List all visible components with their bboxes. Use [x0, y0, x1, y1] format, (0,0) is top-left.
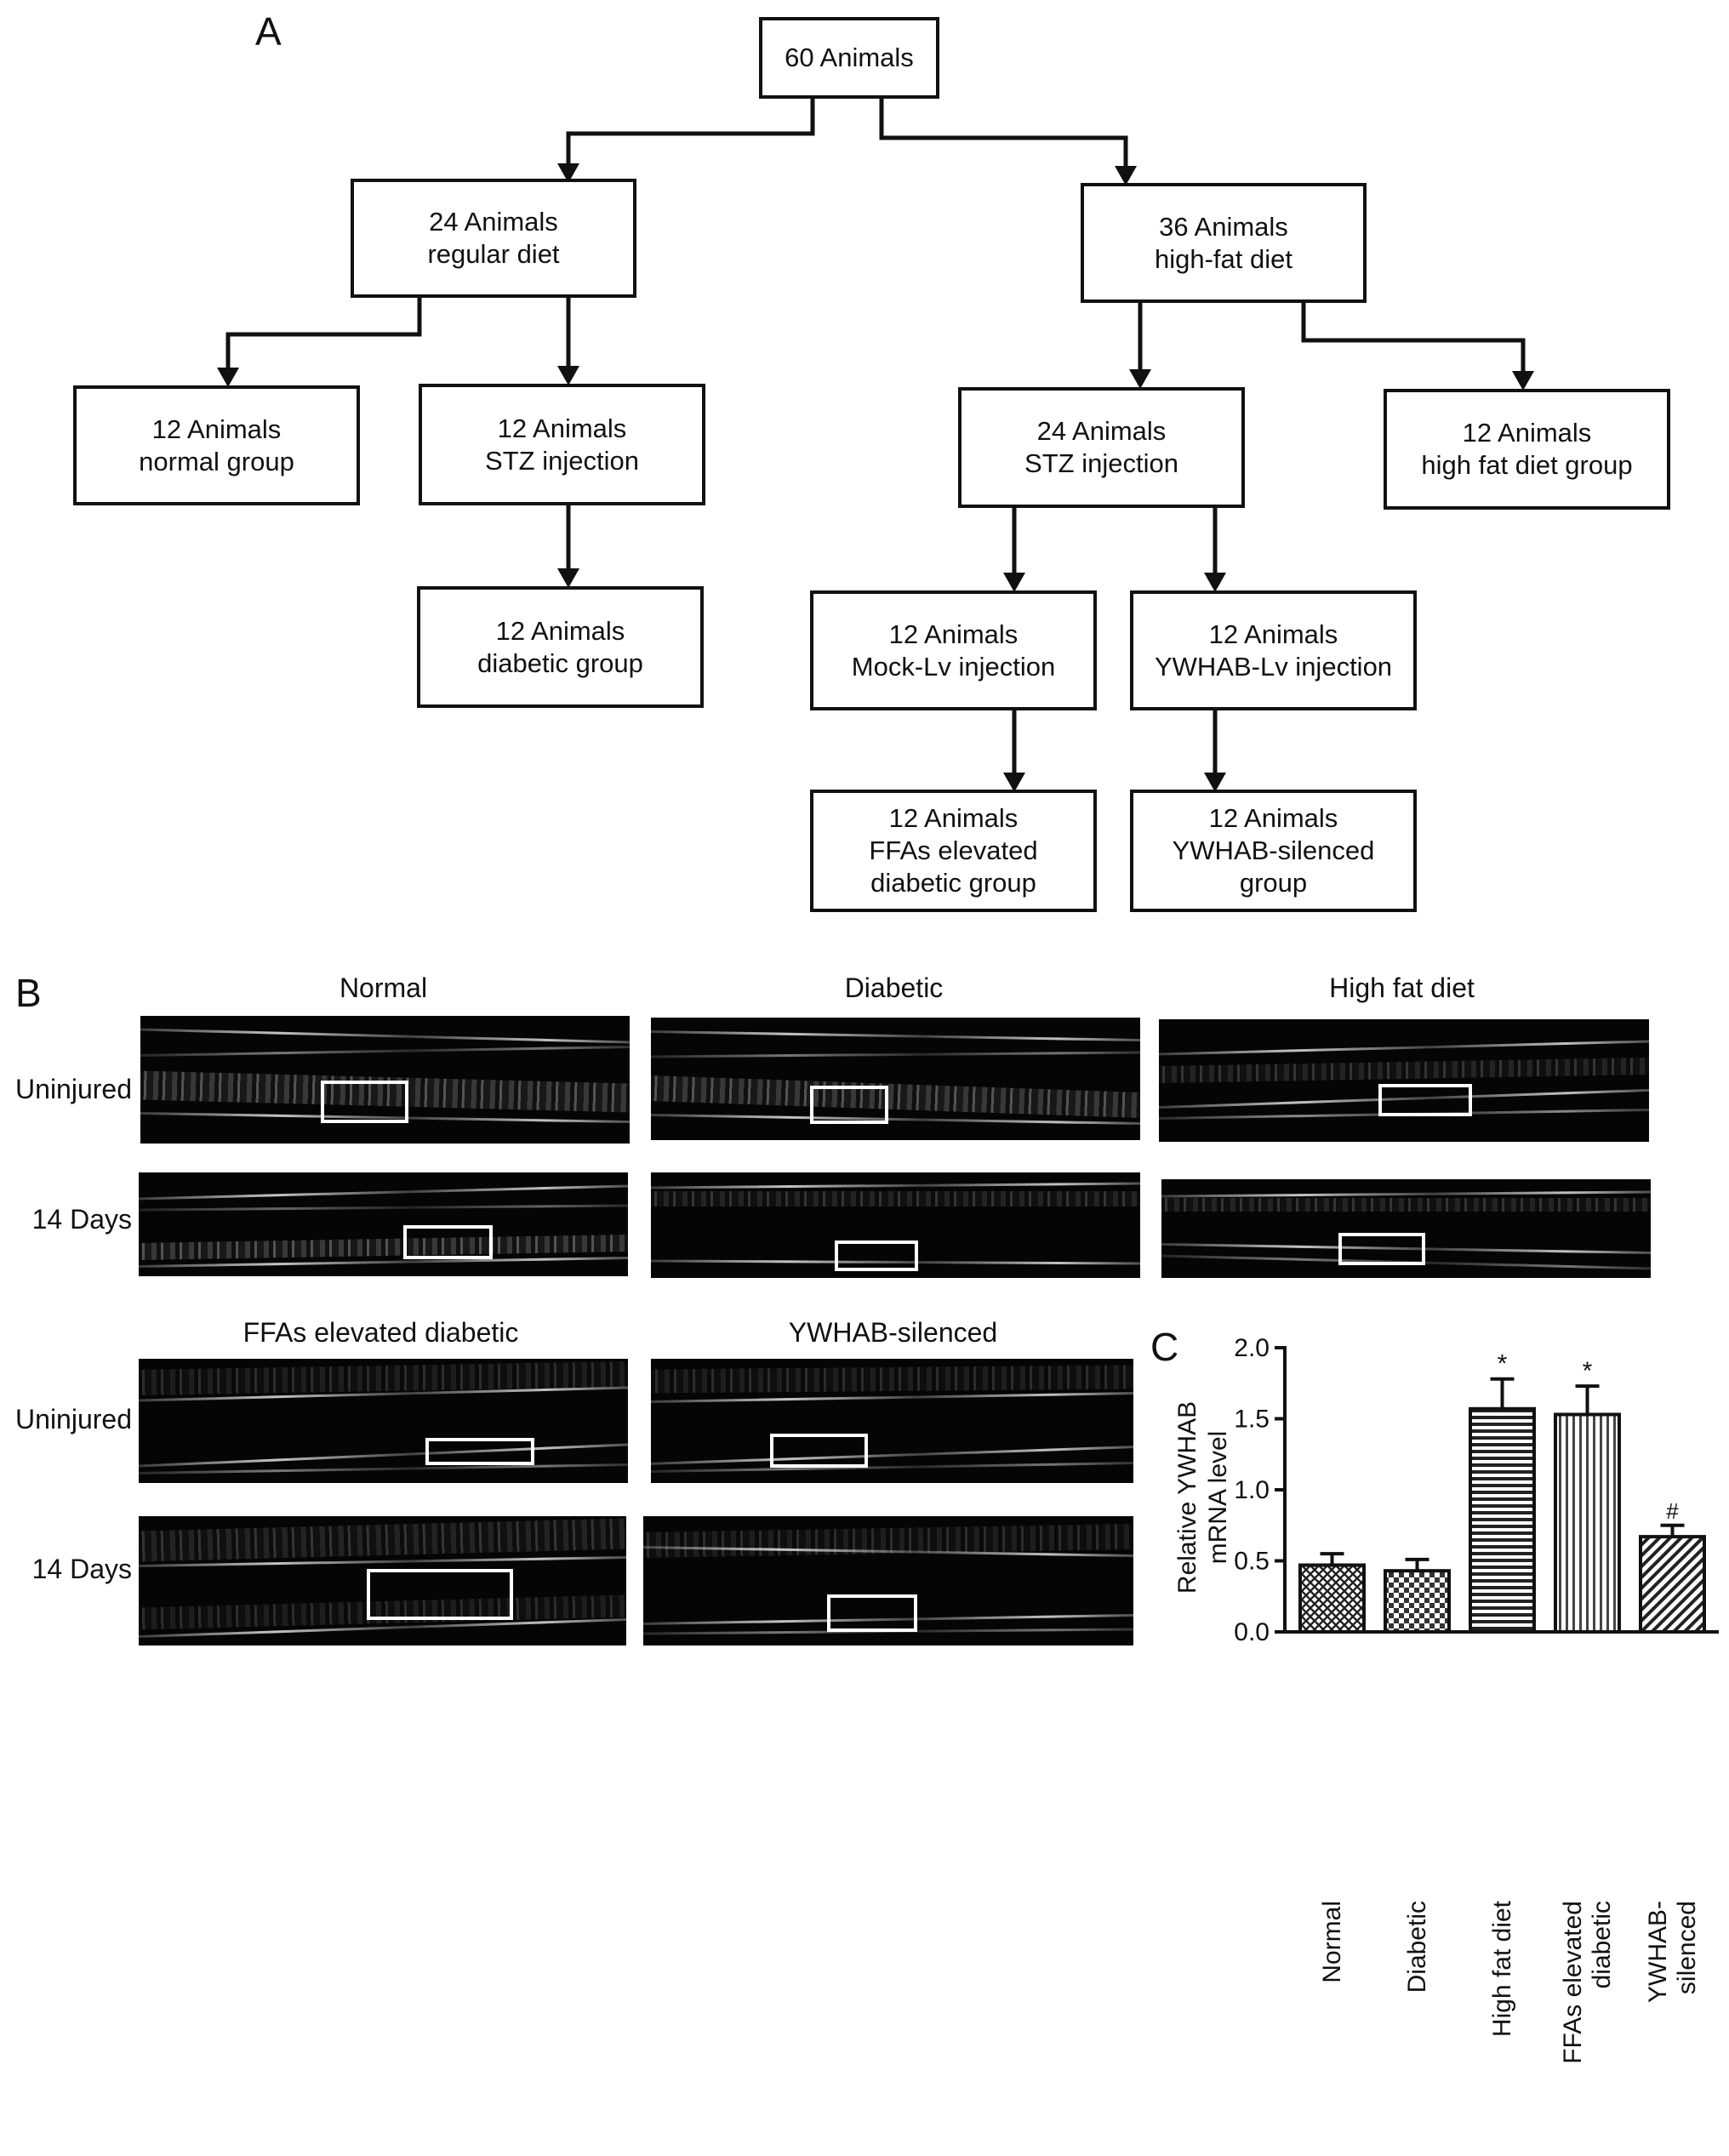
roi-box: [835, 1241, 918, 1271]
x-tick-label: Diabetic: [1403, 1901, 1432, 2156]
panel-label-a: A: [255, 9, 282, 54]
box-high-fat-diet-line1: 36 Animals: [1159, 211, 1288, 242]
roi-box: [403, 1225, 493, 1259]
box-ffas-group-line2: FFAs elevated: [869, 836, 1038, 865]
significance-marker: #: [1666, 1498, 1679, 1524]
flowchart-connectors: [217, 98, 1534, 792]
x-tick-label: High fat diet: [1488, 1901, 1517, 2156]
box-normal-group: 12 Animals normal group: [73, 385, 360, 505]
box-mock-lv: 12 Animals Mock-Lv injection: [810, 590, 1097, 710]
box-stz-highfat: 24 Animals STZ injection: [958, 387, 1245, 508]
y-tick-label: 1.0: [1234, 1476, 1270, 1504]
box-ywhab-lv: 12 Animals YWHAB-Lv injection: [1130, 590, 1417, 710]
roi-box: [810, 1086, 888, 1124]
box-high-fat-diet-group-line1: 12 Animals: [1462, 418, 1592, 448]
box-ywhab-lv-line1: 12 Animals: [1208, 619, 1338, 649]
box-high-fat-diet-group-line2: high fat diet group: [1421, 450, 1633, 480]
box-stz-regular-line2: STZ injection: [485, 445, 639, 476]
title-diabetic: Diabetic: [844, 972, 944, 1003]
bar-chart-plot: 0.0 0.5 1.0 1.5 2.0 * * #: [1234, 1334, 1719, 1646]
box-root-line1: 60 Animals: [785, 43, 914, 72]
box-high-fat-diet-line2: high-fat diet: [1155, 243, 1292, 274]
box-regular-diet-line2: regular diet: [427, 239, 560, 269]
bar: [1469, 1406, 1536, 1634]
box-normal-group-line1: 12 Animals: [151, 414, 282, 444]
x-tick-label-line: High fat diet: [1487, 1901, 1516, 2038]
box-root: 60 Animals: [759, 17, 939, 99]
box-ywhab-silenced-group-line2: YWHAB-silenced: [1172, 836, 1375, 865]
x-tick-label-line: Normal: [1317, 1901, 1346, 1983]
box-ywhab-silenced-group: 12 Animals YWHAB-silenced group: [1130, 790, 1417, 912]
roi-box: [1378, 1084, 1472, 1116]
title-ywhab-silenced: YWHAB-silenced: [788, 1317, 998, 1348]
y-tick-label: 0.0: [1234, 1618, 1270, 1646]
title-ffas: FFAs elevated diabetic: [243, 1317, 519, 1348]
x-tick-label-line: FFAs elevated: [1558, 1901, 1587, 2064]
row-label-14days-top: 14 Days: [31, 1204, 132, 1235]
row-label-uninjured-bottom: Uninjured: [15, 1404, 132, 1434]
roi-box: [367, 1569, 513, 1620]
y-tick-label: 2.0: [1234, 1334, 1270, 1362]
roi-box: [770, 1434, 868, 1468]
box-normal-group-line2: normal group: [139, 446, 294, 476]
box-ywhab-lv-line2: YWHAB-Lv injection: [1154, 651, 1393, 682]
roi-box: [321, 1081, 408, 1123]
x-tick-label: YWHAB-silenced: [1644, 1901, 1702, 2156]
box-regular-diet: 24 Animals regular diet: [351, 179, 636, 298]
box-high-fat-diet-group: 12 Animals high fat diet group: [1384, 389, 1670, 510]
ultrasound-ywhab-uninjured: [651, 1359, 1133, 1483]
x-tick-label-line: YWHAB-: [1643, 1901, 1672, 2003]
ultrasound-ffas-14days: [139, 1516, 626, 1646]
box-mock-lv-line1: 12 Animals: [888, 619, 1019, 649]
ultrasound-normal-uninjured: [140, 1016, 630, 1144]
title-high-fat-diet: High fat diet: [1329, 972, 1475, 1003]
box-stz-regular-line1: 12 Animals: [497, 413, 627, 443]
title-normal: Normal: [339, 972, 428, 1003]
significance-marker: *: [1583, 1357, 1593, 1385]
roi-box: [1338, 1233, 1425, 1265]
row-label-14days-bottom: 14 Days: [31, 1554, 132, 1584]
box-diabetic-group-line2: diabetic group: [477, 647, 643, 678]
panel-label-c: C: [1150, 1325, 1179, 1369]
ultrasound-highfat-14days: [1161, 1179, 1651, 1278]
bar: [1554, 1412, 1621, 1634]
ultrasound-ffas-uninjured: [139, 1359, 628, 1483]
roi-box: [425, 1438, 534, 1465]
chart-bars: * * #: [1298, 1350, 1706, 1634]
x-tick-label: Normal: [1318, 1901, 1347, 2156]
box-ywhab-silenced-group-line1: 12 Animals: [1208, 803, 1338, 833]
panel-label-b: B: [15, 971, 42, 1015]
ultrasound-diabetic-uninjured: [651, 1018, 1140, 1140]
box-ffas-group: 12 Animals FFAs elevated diabetic group: [810, 790, 1097, 912]
box-stz-regular: 12 Animals STZ injection: [419, 384, 705, 505]
ultrasound-diabetic-14days: [651, 1172, 1140, 1278]
box-high-fat-diet: 36 Animals high-fat diet: [1081, 183, 1367, 303]
box-ffas-group-line1: 12 Animals: [888, 803, 1019, 833]
bar: [1639, 1535, 1706, 1634]
row-label-uninjured-top: Uninjured: [15, 1074, 132, 1104]
box-regular-diet-line1: 24 Animals: [429, 207, 558, 237]
y-tick-label: 0.5: [1234, 1548, 1270, 1576]
box-ywhab-silenced-group-line3: group: [1239, 868, 1308, 898]
y-tick-label: 1.5: [1234, 1406, 1270, 1434]
box-ffas-group-line3: diabetic group: [870, 868, 1036, 898]
x-tick-label-line: Diabetic: [1402, 1901, 1431, 1993]
ultrasound-highfat-uninjured: [1159, 1019, 1649, 1142]
box-mock-lv-line2: Mock-Lv injection: [851, 651, 1056, 682]
x-tick-label-line: silenced: [1672, 1901, 1701, 1995]
x-tick-label-line: diabetic: [1587, 1901, 1616, 1989]
ultrasound-ywhab-14days: [643, 1516, 1133, 1646]
bar: [1298, 1563, 1366, 1634]
significance-marker: *: [1498, 1350, 1508, 1378]
box-diabetic-group: 12 Animals diabetic group: [417, 586, 704, 708]
bar: [1384, 1569, 1451, 1634]
roi-box: [827, 1594, 917, 1632]
box-stz-highfat-line1: 24 Animals: [1036, 416, 1167, 446]
box-diabetic-group-line1: 12 Animals: [495, 615, 625, 646]
box-stz-highfat-line2: STZ injection: [1024, 448, 1178, 478]
ultrasound-normal-14days: [139, 1172, 628, 1276]
